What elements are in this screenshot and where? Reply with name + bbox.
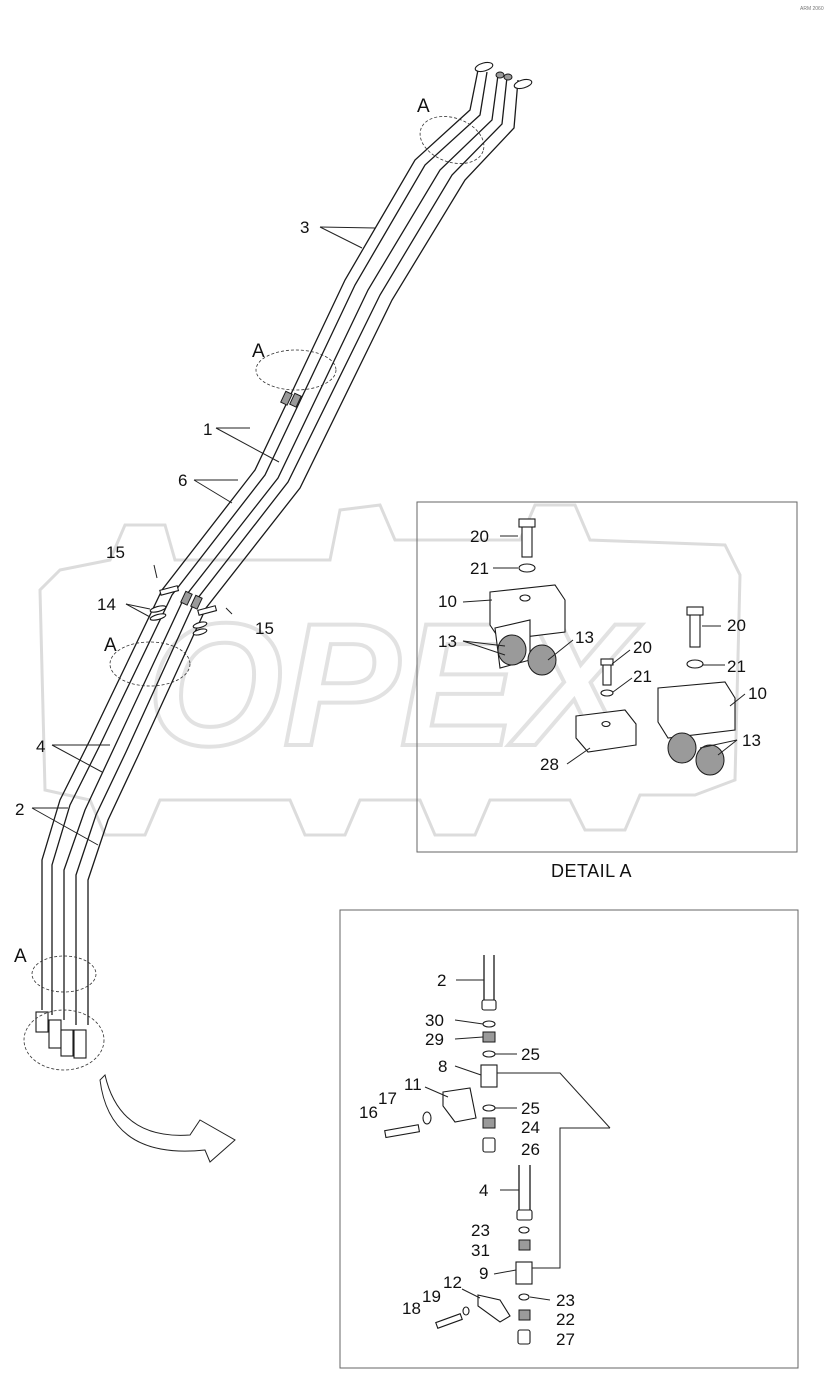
- detail-pointer-arrow: [99, 1074, 236, 1163]
- detail-callout-13c: 13: [742, 731, 761, 750]
- fitting-callout-12: 12: [443, 1273, 462, 1292]
- detail-callout-21c: 21: [633, 667, 652, 686]
- fitting-callout-25: 25: [521, 1045, 540, 1064]
- callout-3: 3: [300, 218, 309, 237]
- fitting-callout-23b: 23: [556, 1291, 575, 1310]
- callout-2: 2: [15, 800, 24, 819]
- section-a-label: A: [104, 635, 117, 656]
- fitting-callout-31: 31: [471, 1241, 490, 1260]
- detail-callout-13: 13: [438, 632, 457, 651]
- detail-a-caption: DETAIL A: [551, 861, 632, 881]
- fitting-callout-16: 16: [359, 1103, 378, 1122]
- detail-callout-28: 28: [540, 755, 559, 774]
- clamp-pieces: [149, 564, 233, 636]
- detail-callout-13b: 13: [575, 628, 594, 647]
- corner-mark: ARM 2060: [800, 6, 824, 12]
- section-a-label: A: [252, 341, 265, 362]
- main-callouts: 3 1 6 15 14 15 4 2: [15, 218, 376, 846]
- detail-callout-21: 21: [470, 559, 489, 578]
- top-pipe-ends: [474, 61, 533, 90]
- detail-a-panel: DETAIL A: [416, 501, 798, 881]
- fitting-detail-panel: 2 30 29 25 8 11 17 16 25 24 26 4 23 31 9…: [339, 909, 799, 1369]
- detail-callout-20: 20: [470, 527, 489, 546]
- callout-1: 1: [203, 420, 212, 439]
- fitting-callout-2: 2: [437, 971, 446, 990]
- detail-callout-20c: 20: [633, 638, 652, 657]
- fitting-callout-19: 19: [422, 1287, 441, 1306]
- detail-callout-10b: 10: [748, 684, 767, 703]
- fitting-callout-17: 17: [378, 1089, 397, 1108]
- fitting-callout-11: 11: [404, 1075, 422, 1094]
- mid-couplers: [180, 390, 302, 610]
- callout-15: 15: [106, 543, 125, 562]
- detail-callout-20b: 20: [727, 616, 746, 635]
- callout-15b: 15: [255, 619, 274, 638]
- fitting-callout-29: 29: [425, 1030, 444, 1049]
- fitting-callout-8: 8: [438, 1057, 447, 1076]
- section-a-label: A: [417, 96, 430, 117]
- fitting-callout-18: 18: [402, 1299, 421, 1318]
- fitting-callout-27: 27: [556, 1330, 575, 1349]
- bottom-pipe-ends: [35, 1011, 87, 1059]
- fitting-callout-26: 26: [521, 1140, 540, 1159]
- section-a-markers: A A A A: [14, 96, 485, 1071]
- callout-14: 14: [97, 595, 116, 614]
- watermark-text: OPEX: [147, 588, 643, 783]
- fitting-callout-22: 22: [556, 1310, 575, 1329]
- fitting-callout-30: 30: [425, 1011, 444, 1030]
- detail-callout-10: 10: [438, 592, 457, 611]
- detail-callout-21b: 21: [727, 657, 746, 676]
- section-a-label: A: [14, 946, 27, 967]
- callout-4: 4: [36, 737, 45, 756]
- fitting-callout-4: 4: [479, 1181, 488, 1200]
- fitting-callout-23: 23: [471, 1221, 490, 1240]
- fitting-callout-9: 9: [479, 1264, 488, 1283]
- callout-6: 6: [178, 471, 187, 490]
- pipe-bundle: [41, 69, 519, 1025]
- fitting-callout-25b: 25: [521, 1099, 540, 1118]
- fitting-callout-24: 24: [521, 1118, 540, 1137]
